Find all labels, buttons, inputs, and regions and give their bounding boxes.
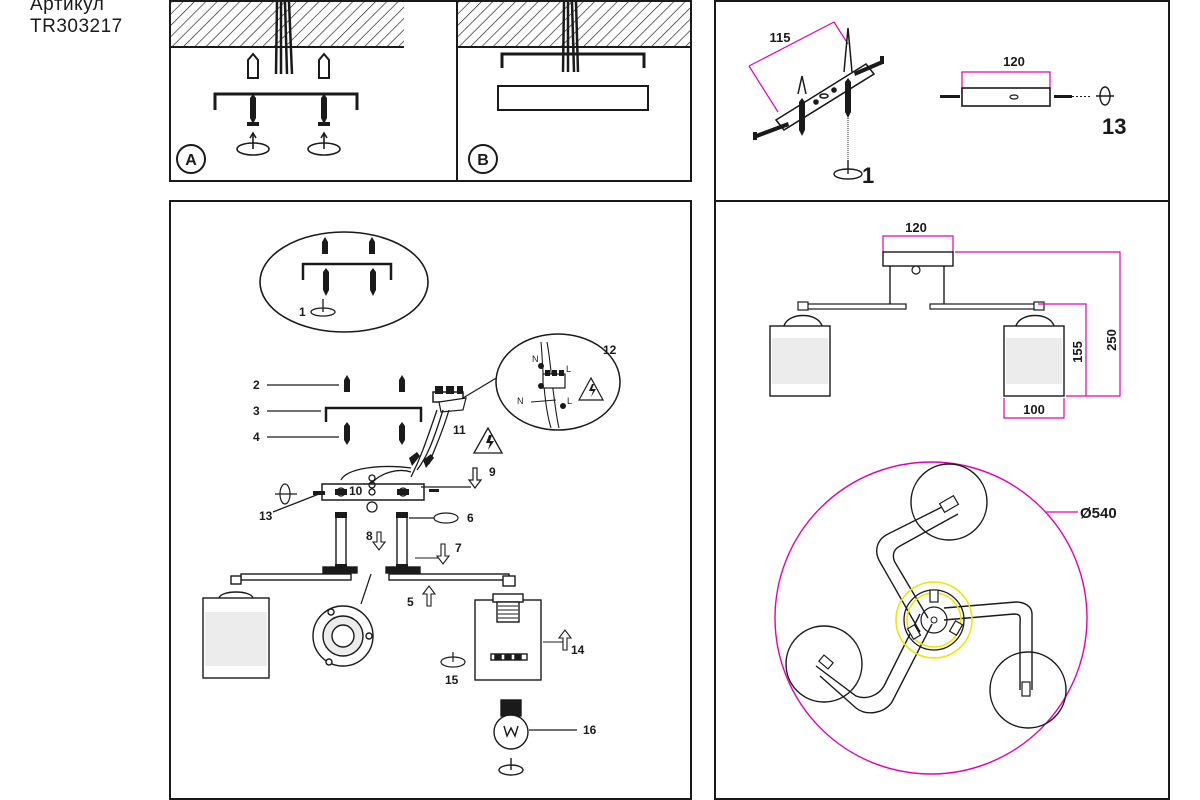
step-11: 11 xyxy=(453,423,466,437)
step-9: 9 xyxy=(489,465,496,479)
arrow-9 xyxy=(421,467,483,489)
bulb xyxy=(493,699,529,776)
svg-text:L: L xyxy=(567,396,572,406)
dimension-250 xyxy=(955,251,1121,397)
dimension-120-top: 120 xyxy=(961,54,1051,90)
svg-text:1: 1 xyxy=(299,305,306,319)
dowels-assembly xyxy=(344,375,405,392)
badge-b: B xyxy=(468,144,498,174)
arrow-5 xyxy=(421,585,437,607)
inset-detail: 1 xyxy=(259,231,429,333)
svg-text:N: N xyxy=(532,354,539,364)
svg-text:A: A xyxy=(185,152,197,169)
dimension-100 xyxy=(1003,398,1065,419)
rotate-icons-a xyxy=(236,131,341,156)
svg-text:155: 155 xyxy=(1070,341,1085,363)
right-shade xyxy=(474,575,542,681)
arrow-7 xyxy=(415,543,451,565)
step-16: 16 xyxy=(583,723,597,737)
dimension-115: 115 xyxy=(748,21,849,113)
rotate-icon-13 xyxy=(1096,86,1114,106)
wires-a xyxy=(274,1,294,75)
canopy xyxy=(321,474,425,513)
bracket-a xyxy=(213,92,359,110)
ceiling-a xyxy=(171,2,404,48)
left-shade xyxy=(202,575,270,679)
badge-a: A xyxy=(176,144,206,174)
step-13: 13 xyxy=(259,509,273,523)
arrow-8 xyxy=(371,531,387,551)
plate-b xyxy=(497,85,649,111)
arrow-arm-link xyxy=(360,573,372,605)
step-13-label: 13 xyxy=(1102,114,1126,139)
step-15: 15 xyxy=(445,673,459,687)
panel-assembly: 1 2 3 4 xyxy=(169,200,692,800)
arrow-14 xyxy=(543,629,573,651)
panel-dimensions: 120 250 15 xyxy=(714,200,1170,800)
svg-text:B: B xyxy=(477,152,489,169)
svg-text:120: 120 xyxy=(905,220,927,235)
bracket-end-screws xyxy=(753,56,884,140)
hazard-icon xyxy=(472,426,504,454)
hazard-icon-zoom xyxy=(577,376,605,401)
panel-a-drawing: A xyxy=(171,1,404,174)
bracket-assembly xyxy=(324,406,423,422)
wires-assembly xyxy=(340,409,450,485)
step-13-graphic xyxy=(272,483,325,513)
plate-side-screws xyxy=(940,95,1092,98)
terminal-block xyxy=(432,386,467,413)
mount-plate xyxy=(961,87,1051,107)
article-number: TR303217 xyxy=(30,16,123,37)
leaders-left xyxy=(267,384,339,438)
arms xyxy=(240,566,510,581)
wire-connectors xyxy=(409,452,434,468)
screws-a xyxy=(247,94,330,126)
wires-b xyxy=(561,1,580,73)
diameter-circle xyxy=(774,461,1088,775)
svg-text:100: 100 xyxy=(1023,402,1045,417)
step-14: 14 xyxy=(571,643,585,657)
assembly-drawing: 1 2 3 4 xyxy=(202,231,621,776)
step-6: 6 xyxy=(467,511,474,525)
top-view: Ø540 xyxy=(774,461,1117,775)
panel-a: A xyxy=(169,0,692,182)
mount-detail-drawing: 115 1 120 xyxy=(748,21,1126,188)
step-4: 4 xyxy=(253,430,260,444)
diameter-label: Ø540 xyxy=(1080,505,1117,522)
step-10: 10 xyxy=(349,484,363,498)
step-8: 8 xyxy=(366,529,373,543)
panel-b: B xyxy=(456,0,692,182)
step-5: 5 xyxy=(407,595,414,609)
bracket-b xyxy=(500,52,646,68)
step-2: 2 xyxy=(253,378,260,392)
front-view: 120 250 15 xyxy=(769,220,1121,419)
dimension-120-front xyxy=(882,235,954,254)
wiring-zoom: N L N L 12 xyxy=(462,333,621,431)
article-label: Артикул TR303217 xyxy=(30,0,123,38)
step-7: 7 xyxy=(455,541,462,555)
svg-text:120: 120 xyxy=(1003,54,1025,69)
svg-text:L: L xyxy=(566,364,571,374)
panel-b-drawing: B xyxy=(458,1,690,174)
panel-mount-detail: 115 1 120 xyxy=(714,0,1170,202)
dimension-155 xyxy=(1038,303,1087,396)
svg-text:250: 250 xyxy=(1104,329,1119,351)
rotate-6 xyxy=(409,512,459,524)
step-3: 3 xyxy=(253,404,260,418)
dowels-a xyxy=(247,52,330,79)
article-title: Артикул xyxy=(30,0,105,15)
step-12: 12 xyxy=(603,343,617,357)
center-highlight-outer xyxy=(895,581,973,659)
rotate-icon-detail xyxy=(833,160,863,180)
svg-text:N: N xyxy=(517,396,524,406)
dowels-detail xyxy=(797,27,853,136)
flange xyxy=(312,605,374,667)
svg-text:115: 115 xyxy=(770,30,791,45)
step-1-label: 1 xyxy=(862,163,874,188)
screws-assembly xyxy=(344,422,405,445)
dimensions-drawing: 120 250 15 xyxy=(769,220,1121,775)
rotate-15 xyxy=(440,652,466,668)
